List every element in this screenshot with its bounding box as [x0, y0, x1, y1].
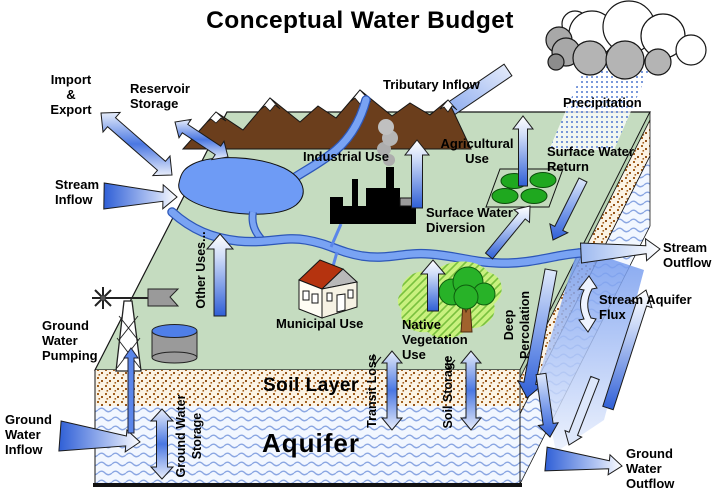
label-stream-aquifer-flux: Stream Aquifer Flux	[599, 292, 692, 323]
stream-outflow-arrow	[579, 237, 661, 264]
label-industrial-use: Industrial Use	[303, 149, 389, 164]
import-export-arrow	[100, 111, 173, 177]
river	[167, 207, 605, 268]
soil-storage-arrow	[459, 350, 483, 431]
label-agricultural-use: Agricultural Use	[440, 136, 514, 167]
factory-icon	[330, 119, 417, 224]
other-uses-arrow	[205, 233, 235, 317]
label-ground-water-pumping: Ground Water Pumping	[42, 318, 98, 364]
label-tributary-inflow: Tributary Inflow	[383, 77, 480, 92]
label-native-vegetation-use: Native Vegetation Use	[402, 317, 468, 363]
label-deep-percolation: Deep Percolation	[501, 290, 532, 360]
surface-water-return-arrow	[549, 177, 588, 241]
house-icon	[298, 259, 359, 319]
aquifer-recharge-arrow-2	[564, 375, 600, 446]
rain-band	[549, 63, 652, 150]
stream-inflow-arrow	[103, 182, 178, 210]
ground-water-outflow-arrow	[544, 446, 623, 476]
plant-sprigs	[372, 353, 456, 369]
stream-bank-water-fan	[540, 248, 644, 452]
cloud-icon	[545, 0, 707, 80]
mountains-icon	[181, 89, 472, 150]
well-pipe-arrow	[123, 347, 139, 434]
tree-icon	[438, 266, 496, 333]
industrial-use-arrow	[403, 139, 431, 209]
river-headwater	[289, 95, 371, 183]
label-soil-layer: Soil Layer	[263, 375, 359, 396]
reservoir-storage-arrow	[174, 118, 229, 161]
surface-water-diversion-arrow	[484, 205, 531, 260]
label-reservoir-storage: Reservoir Storage	[130, 81, 190, 112]
label-soil-storage: Soil Storage	[440, 355, 455, 429]
stream-aquifer-flux-arrow	[578, 275, 598, 333]
label-other-uses: Other Uses...	[193, 231, 208, 309]
label-transit-loss: Transit Loss	[364, 354, 379, 428]
ground-water-storage-arrow	[149, 408, 175, 480]
deep-percolation-arrow	[517, 268, 558, 399]
aquifer-recharge-arrow-1	[535, 372, 560, 438]
diagram-title: Conceptual Water Budget	[206, 7, 514, 34]
soil-layer-band	[95, 370, 520, 406]
smoke-icon	[383, 154, 395, 166]
label-aquifer: Aquifer	[262, 428, 360, 458]
label-import-export: Import & Export	[50, 72, 92, 118]
label-municipal-use: Municipal Use	[276, 316, 364, 331]
label-surface-water-return: Surface Water Return	[547, 144, 634, 175]
label-ground-water-storage: Ground Water Storage	[173, 394, 204, 478]
water-tank-icon	[151, 324, 198, 364]
bedrock-line	[93, 483, 522, 487]
label-ground-water-inflow: Ground Water Inflow	[5, 412, 52, 458]
aquifer-upflux-arrow	[602, 289, 653, 411]
label-ground-water-outflow: Ground Water Outflow	[626, 446, 675, 492]
crop-field-icon	[485, 168, 564, 208]
reservoir-lake-icon	[178, 157, 304, 215]
ground-water-inflow-arrow	[58, 420, 141, 453]
label-surface-water-diversion: Surface Water Diversion	[426, 205, 513, 236]
transit-loss-arrow	[380, 350, 404, 431]
label-stream-inflow: Stream Inflow	[55, 177, 100, 208]
label-stream-outflow: Stream Outflow	[663, 240, 712, 271]
native-vegetation-arrow	[419, 259, 447, 312]
label-precipitation: Precipitation	[563, 95, 642, 110]
agricultural-use-arrow	[511, 115, 535, 187]
front-face-edges	[94, 370, 521, 483]
